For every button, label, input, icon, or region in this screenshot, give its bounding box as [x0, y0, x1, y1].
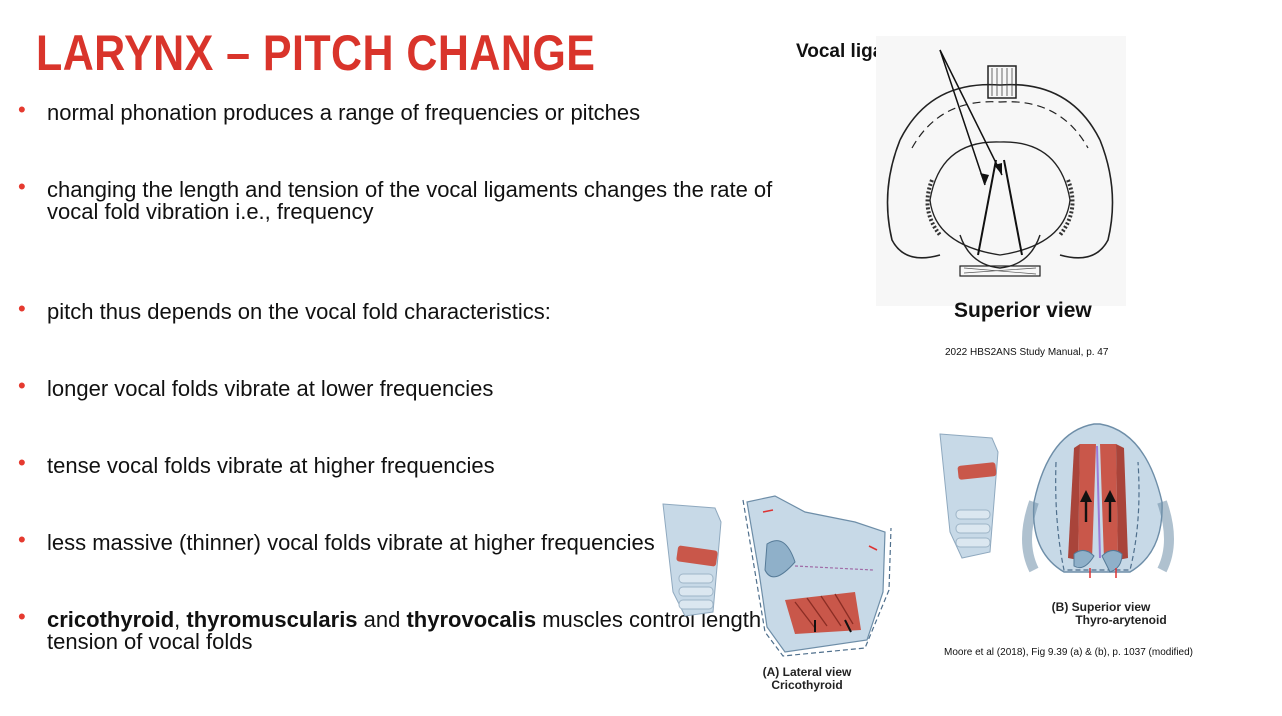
bullet-dot-icon: •: [18, 527, 26, 552]
bullet-text-bold: thyromuscularis: [186, 607, 358, 632]
bullet-item: • normal phonation produces a range of fr…: [18, 97, 827, 125]
bullet-text: normal phonation produces a range of fre…: [47, 100, 641, 125]
top-figure-source: 2022 HBS2ANS Study Manual, p. 47: [945, 347, 1109, 358]
bullet-dot-icon: •: [18, 373, 26, 398]
superior-view-b-caption-line2: Thyro-arytenoid: [1075, 613, 1167, 627]
superior-view-caption: Superior view: [954, 299, 1092, 322]
superior-view-drawing: [876, 36, 1126, 306]
lateral-view-illustration: [662, 495, 892, 657]
bullet-text: pitch thus depends on the vocal fold cha…: [47, 299, 551, 324]
superior-view-b-caption-line1: (B) Superior view: [1051, 600, 1151, 614]
bullet-text-bold: cricothyroid: [47, 607, 175, 632]
bottom-figure-source: Moore et al (2018), Fig 9.39 (a) & (b), …: [944, 647, 1194, 658]
bullet-dot-icon: •: [18, 296, 26, 321]
bullet-item: • less massive (thinner) vocal folds vibr…: [18, 527, 827, 555]
lateral-view-caption-line2: Cricothyroid: [771, 678, 843, 692]
bullet-text-bold: thyrovocalis: [406, 607, 537, 632]
superior-view-b-caption: (B) Superior view Thyro-arytenoid: [1026, 601, 1176, 627]
bullet-text: changing the length and tension of the v…: [47, 177, 773, 224]
bullet-text: ,: [174, 607, 187, 632]
superior-thyroarytenoid-illustration: [939, 423, 1174, 578]
lateral-view-caption-line1: (A) Lateral view: [762, 665, 852, 679]
bullet-item: • tense vocal folds vibrate at higher fre…: [18, 450, 827, 478]
bullet-text: muscles control length and tension of vo…: [47, 607, 804, 654]
bullet-dot-icon: •: [18, 174, 26, 199]
bullet-dot-icon: •: [18, 450, 26, 475]
bullet-item: • longer vocal folds vibrate at lower fre…: [18, 373, 827, 401]
bullet-item: • pitch thus depends on the vocal fold ch…: [18, 296, 827, 324]
bullet-list: • normal phonation produces a range of fr…: [18, 99, 804, 653]
bullet-dot-icon: •: [18, 604, 26, 629]
slide-title: LARYNX – PITCH CHANGE: [36, 25, 596, 81]
bullet-text: less massive (thinner) vocal folds vibra…: [47, 530, 655, 555]
bullet-text: tense vocal folds vibrate at higher freq…: [47, 453, 495, 478]
lateral-view-caption: (A) Lateral view Cricothyroid: [742, 666, 872, 692]
bullet-item: • cricothyroid, thyromuscularis and thyro…: [18, 604, 827, 654]
bullet-text: longer vocal folds vibrate at lower freq…: [47, 376, 494, 401]
bullet-dot-icon: •: [18, 97, 26, 122]
bullet-item: • changing the length and tension of the …: [18, 174, 827, 224]
bullet-text: and: [357, 607, 407, 632]
